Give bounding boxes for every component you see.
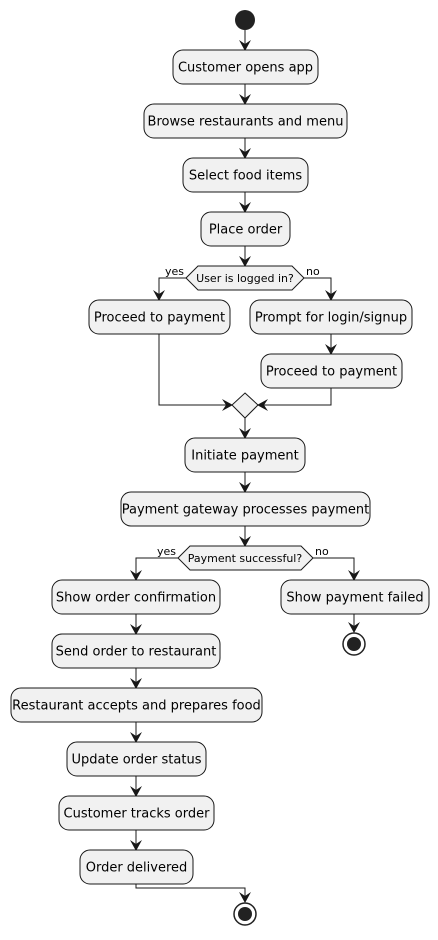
decision-label: User is logged in? <box>196 272 294 285</box>
activity-label: Select food items <box>189 169 302 184</box>
edge-a7-to-merge <box>257 388 332 411</box>
activity-send-order-to-restaurant: Send order to restaurant <box>51 633 221 669</box>
activity-label: Proceed to payment <box>266 365 397 380</box>
branch-no-label: no <box>315 545 329 558</box>
activity-label: Payment gateway processes payment <box>122 503 370 518</box>
connectors <box>130 30 360 903</box>
activity-label: Customer opens app <box>178 61 313 76</box>
activity-label: Customer tracks order <box>64 807 211 822</box>
edge-a5-to-merge <box>158 334 233 411</box>
activity-proceed-to-payment-yes: Proceed to payment <box>88 299 231 335</box>
activity-label: Browse restaurants and menu <box>148 115 344 130</box>
activity-initiate-payment: Initiate payment <box>184 437 306 473</box>
activity-payment-gateway: Payment gateway processes payment <box>120 491 371 527</box>
activity-restaurant-prepares-food: Restaurant accepts and prepares food <box>10 687 263 723</box>
activity-label: Update order status <box>72 753 202 768</box>
edge-d2-yes <box>130 557 178 581</box>
decision-user-logged-in: User is logged in? yes no <box>165 265 320 291</box>
activity-customer-opens-app: Customer opens app <box>172 49 319 85</box>
activity-place-order: Place order <box>200 211 291 247</box>
activity-update-order-status: Update order status <box>66 741 207 777</box>
activity-customer-tracks-order: Customer tracks order <box>58 795 215 831</box>
decision-label: Payment successful? <box>188 552 303 565</box>
activity-label: Show payment failed <box>286 591 423 606</box>
activity-label: Order delivered <box>86 861 188 876</box>
edge-d1-no <box>304 277 337 301</box>
activity-label: Restaurant accepts and prepares food <box>12 699 261 714</box>
activity-show-order-confirmation: Show order confirmation <box>51 579 221 615</box>
activity-browse-restaurants: Browse restaurants and menu <box>143 103 348 139</box>
activity-label: Place order <box>209 223 283 238</box>
activity-prompt-login-signup: Prompt for login/signup <box>249 299 413 335</box>
edge-d1-yes <box>153 277 186 301</box>
branch-yes-label: yes <box>157 545 176 558</box>
activity-label: Proceed to payment <box>94 311 225 326</box>
activity-label: Send order to restaurant <box>56 645 217 660</box>
start-node <box>235 10 255 30</box>
branch-no-label: no <box>306 265 320 278</box>
stop-node-payment-failed <box>342 632 366 656</box>
edge-d2-no <box>313 557 360 581</box>
activity-label: Initiate payment <box>191 449 299 464</box>
merge-node <box>231 392 259 419</box>
decision-payment-successful: Payment successful? yes no <box>157 545 329 571</box>
edge-a16-to-end <box>135 884 251 903</box>
activity-show-payment-failed: Show payment failed <box>280 579 430 615</box>
activity-select-food-items: Select food items <box>182 157 309 193</box>
activity-order-delivered: Order delivered <box>79 849 194 885</box>
end-node <box>233 902 257 926</box>
branch-yes-label: yes <box>165 265 184 278</box>
activity-label: Prompt for login/signup <box>255 311 407 326</box>
activity-proceed-to-payment-no: Proceed to payment <box>260 353 403 389</box>
activity-label: Show order confirmation <box>56 591 216 606</box>
